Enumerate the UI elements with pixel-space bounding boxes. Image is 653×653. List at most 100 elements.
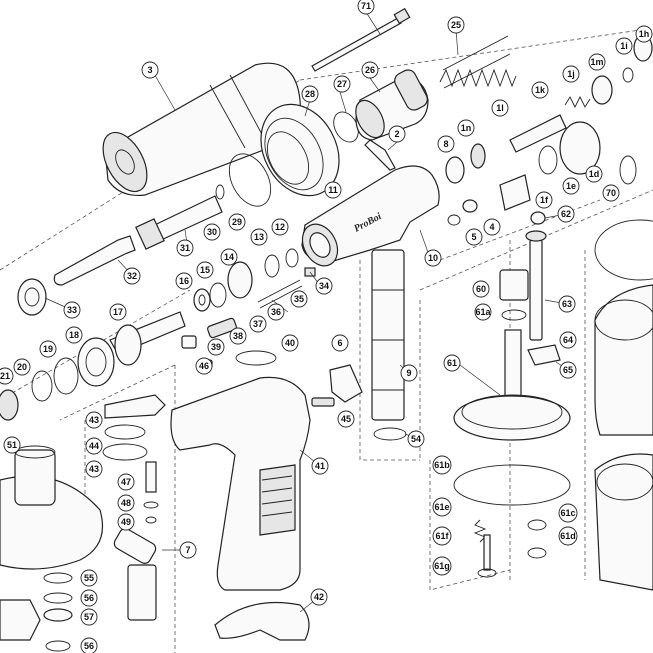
small-parts-61 (473, 519, 547, 578)
gasket-stack (102, 394, 166, 461)
label-46: 46 (199, 361, 209, 371)
label-62: 62 (561, 209, 571, 219)
base-51 (0, 445, 104, 570)
label-16: 16 (179, 276, 189, 286)
cylinder-17 (0, 311, 186, 421)
label-43-upper: 43 (89, 415, 99, 425)
label-15: 15 (200, 265, 210, 275)
label-45: 45 (341, 414, 351, 424)
label-1e: 1e (566, 181, 576, 191)
label-1j: 1j (567, 69, 575, 79)
label-55: 55 (84, 573, 94, 583)
label-1m: 1m (590, 57, 603, 67)
rod-63 (525, 230, 547, 341)
label-1d: 1d (589, 169, 600, 179)
label-61f: 61f (435, 531, 449, 541)
cap-33 (17, 278, 47, 316)
label-7: 7 (185, 545, 190, 555)
label-4: 4 (489, 222, 494, 232)
label-57: 57 (84, 612, 94, 622)
label-43-lower: 43 (89, 464, 99, 474)
label-71: 71 (361, 1, 371, 11)
base-plate-42 (214, 602, 310, 641)
label-65: 65 (563, 365, 573, 375)
label-49: 49 (121, 517, 131, 527)
piston-26 (355, 69, 429, 141)
label-3: 3 (147, 65, 152, 75)
label-61c: 61c (560, 508, 575, 518)
spring-25 (439, 35, 517, 89)
handle-41 (170, 376, 311, 591)
label-1f: 1f (540, 195, 549, 205)
label-34: 34 (319, 281, 329, 291)
label-48: 48 (121, 498, 131, 508)
label-14: 14 (224, 252, 234, 262)
label-60: 60 (476, 284, 486, 294)
lever-32 (53, 235, 136, 286)
label-41: 41 (315, 461, 325, 471)
ring-54 (373, 427, 407, 441)
label-2: 2 (394, 129, 399, 139)
label-30: 30 (207, 227, 217, 237)
label-25: 25 (451, 20, 461, 30)
label-54: 54 (411, 434, 421, 444)
cylinder-3 (102, 62, 301, 197)
valve-assembly-1 (445, 34, 653, 211)
label-47: 47 (121, 477, 131, 487)
fitting-7 (113, 528, 157, 621)
label-61e: 61e (434, 502, 449, 512)
label-10: 10 (428, 253, 438, 263)
label-56-upper: 56 (84, 593, 94, 603)
label-61b: 61b (434, 460, 450, 470)
label-33: 33 (67, 305, 77, 315)
nut-stack (0, 572, 73, 652)
housing-cup (594, 219, 653, 591)
label-37: 37 (253, 319, 263, 329)
label-42: 42 (314, 592, 324, 602)
label-1n: 1n (461, 123, 472, 133)
label-70: 70 (606, 188, 616, 198)
label-36: 36 (271, 307, 281, 317)
label-20: 20 (17, 362, 27, 372)
trigger-6 (311, 364, 363, 407)
label-35: 35 (294, 294, 304, 304)
label-40: 40 (285, 338, 295, 348)
label-19: 19 (43, 344, 53, 354)
label-31: 31 (180, 243, 190, 253)
label-9: 9 (406, 368, 411, 378)
label-29: 29 (232, 217, 242, 227)
label-6: 6 (337, 338, 342, 348)
label-27: 27 (337, 79, 347, 89)
ring-30 (215, 184, 225, 200)
o-ring-29 (228, 153, 272, 207)
label-44: 44 (89, 441, 99, 451)
label-64: 64 (563, 335, 573, 345)
label-56-lower: 56 (84, 641, 94, 651)
tool-head-body: ProBoi (301, 139, 440, 421)
gasket-40 (235, 350, 277, 366)
gasket-61b (453, 464, 571, 506)
label-1k: 1k (535, 85, 546, 95)
label-61g: 61g (434, 561, 450, 571)
label-61d: 61d (560, 531, 576, 541)
label-61: 61 (447, 358, 457, 368)
valve-body-61 (453, 269, 571, 441)
label-26: 26 (365, 65, 375, 75)
label-51: 51 (7, 440, 17, 450)
label-21: 21 (0, 371, 10, 381)
label-28: 28 (305, 89, 315, 99)
label-12: 12 (275, 222, 285, 232)
label-1h: 1h (639, 29, 650, 39)
seal-stack (193, 248, 299, 312)
label-13: 13 (254, 232, 264, 242)
label-17: 17 (113, 307, 123, 317)
label-39: 39 (211, 342, 221, 352)
label-63: 63 (562, 299, 572, 309)
label-1i: 1i (620, 41, 628, 51)
label-18: 18 (69, 330, 79, 340)
label-38: 38 (233, 331, 243, 341)
label-1l: 1l (496, 103, 504, 113)
piston-head-28 (260, 103, 340, 197)
